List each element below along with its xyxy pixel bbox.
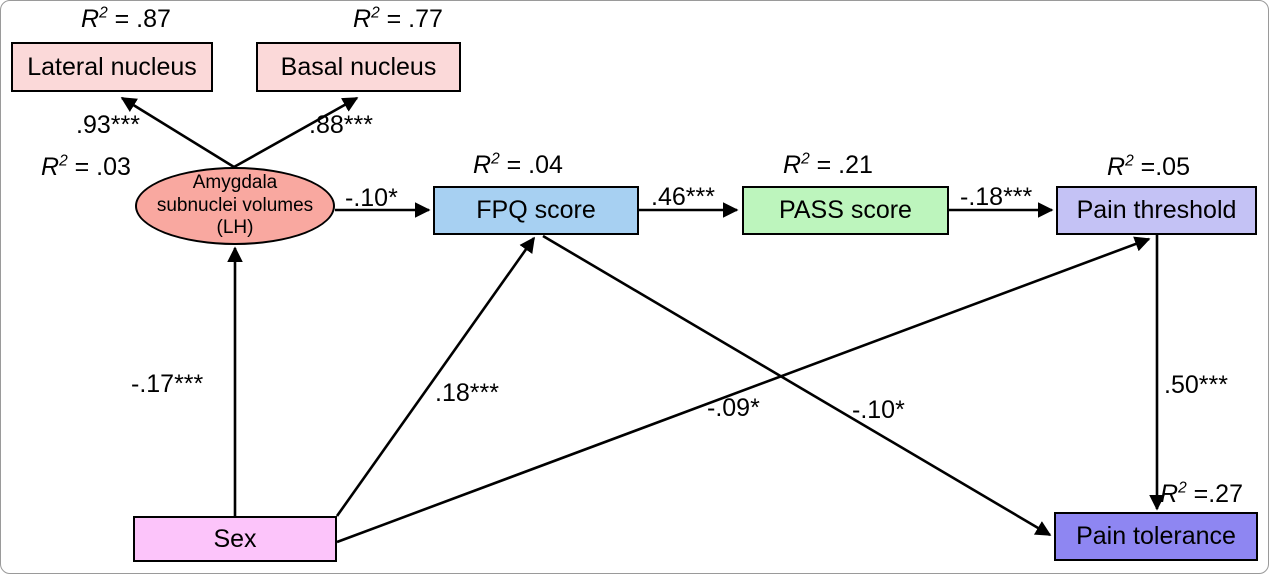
r2-exponent: 2 bbox=[59, 152, 68, 170]
r2-symbol: R bbox=[783, 151, 802, 179]
edge-label-amygdala-basal: .88*** bbox=[309, 111, 373, 139]
r2-value: = .77 bbox=[379, 5, 443, 33]
r2-symbol: R bbox=[81, 5, 100, 33]
r2-exponent: 2 bbox=[1178, 479, 1187, 497]
node-amygdala-line-1: Amygdala bbox=[192, 172, 278, 194]
node-pain-tolerance[interactable]: Pain tolerance bbox=[1054, 512, 1258, 561]
node-pain-tolerance-label: Pain tolerance bbox=[1076, 522, 1236, 551]
r2-value: = .04 bbox=[499, 151, 563, 179]
node-pain-threshold-label: Pain threshold bbox=[1076, 196, 1237, 225]
edge-label-pass-threshold: -.18*** bbox=[960, 183, 1033, 211]
edge-label-threshold-tolerance: .50*** bbox=[1164, 371, 1228, 399]
edge-label-fpq-tolerance: -.10* bbox=[852, 396, 905, 424]
edge-label-amygdala-lateral: .93*** bbox=[76, 111, 140, 139]
node-sex-label: Sex bbox=[213, 524, 257, 553]
r2-label-amygdala: R2 = .03 bbox=[41, 153, 131, 182]
r2-symbol: R bbox=[1160, 480, 1179, 508]
edge-label-amygdala-fpq: -.10* bbox=[345, 184, 398, 212]
node-lateral-nucleus-label: Lateral nucleus bbox=[27, 52, 197, 81]
r2-value: = .03 bbox=[67, 153, 131, 181]
r2-label-pass-score: R2 = .21 bbox=[783, 151, 873, 180]
node-pass-score[interactable]: PASS score bbox=[742, 186, 949, 235]
r2-exponent: 2 bbox=[1125, 152, 1134, 170]
edge-label-sex-threshold: -.09* bbox=[707, 394, 760, 422]
r2-label-fpq-score: R2 = .04 bbox=[473, 151, 563, 180]
r2-symbol: R bbox=[41, 153, 60, 181]
r2-exponent: 2 bbox=[801, 150, 810, 168]
edge-label-fpq-pass: .46*** bbox=[651, 183, 715, 211]
r2-label-lateral-nucleus: R2 = .87 bbox=[81, 5, 171, 34]
edge-amygdala-lateral bbox=[120, 96, 235, 169]
edge-sex-threshold bbox=[336, 236, 1151, 544]
r2-symbol: R bbox=[473, 151, 492, 179]
r2-value: = .21 bbox=[809, 151, 873, 179]
node-amygdala-subnuclei-volumes[interactable]: Amygdala subnuclei volumes (LH) bbox=[135, 167, 335, 245]
node-basal-nucleus-label: Basal nucleus bbox=[280, 52, 437, 81]
r2-label-pain-threshold: R2 =.05 bbox=[1107, 153, 1190, 182]
r2-label-basal-nucleus: R2 = .77 bbox=[353, 5, 443, 34]
r2-symbol: R bbox=[353, 5, 372, 33]
edge-sex-fpq bbox=[335, 236, 536, 517]
node-lateral-nucleus[interactable]: Lateral nucleus bbox=[11, 42, 213, 92]
node-fpq-score[interactable]: FPQ score bbox=[433, 186, 639, 235]
node-sex[interactable]: Sex bbox=[133, 516, 337, 562]
edge-label-sex-amygdala: -.17*** bbox=[131, 370, 204, 398]
r2-exponent: 2 bbox=[371, 4, 380, 22]
r2-symbol: R bbox=[1107, 153, 1126, 181]
r2-value: = .87 bbox=[107, 5, 171, 33]
node-pass-score-label: PASS score bbox=[779, 196, 912, 225]
node-pain-threshold[interactable]: Pain threshold bbox=[1056, 186, 1257, 235]
r2-value: =.05 bbox=[1133, 153, 1190, 181]
node-amygdala-line-3: (LH) bbox=[216, 217, 254, 239]
node-amygdala-line-2: subnuclei volumes bbox=[156, 194, 314, 216]
node-basal-nucleus[interactable]: Basal nucleus bbox=[256, 42, 461, 92]
edge-label-sex-fpq: .18*** bbox=[435, 379, 499, 407]
r2-value: =.27 bbox=[1186, 480, 1243, 508]
edge-amygdala-basal bbox=[233, 96, 359, 169]
r2-exponent: 2 bbox=[99, 4, 108, 22]
edge-fpq-tolerance bbox=[542, 234, 1052, 537]
r2-label-pain-tolerance: R2 =.27 bbox=[1160, 480, 1243, 509]
r2-exponent: 2 bbox=[491, 150, 500, 168]
node-fpq-score-label: FPQ score bbox=[476, 196, 596, 225]
